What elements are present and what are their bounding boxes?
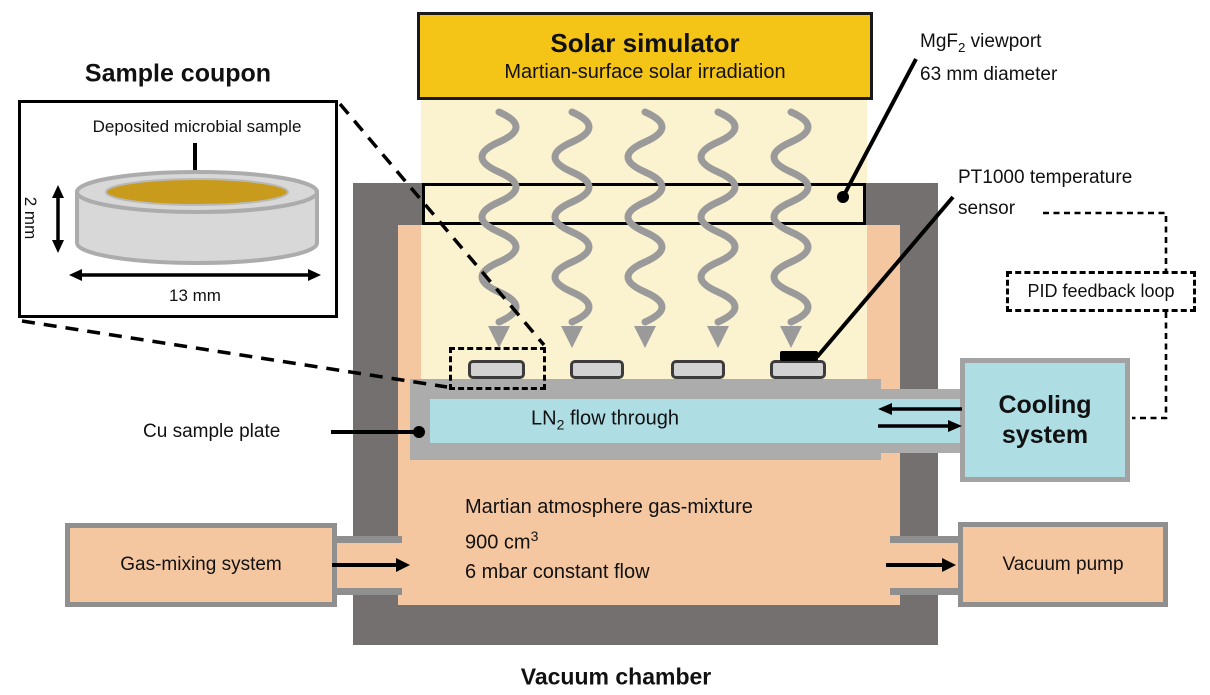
sample-coupon-3 bbox=[671, 360, 725, 379]
coupon-highlight-dashed-box bbox=[449, 347, 546, 390]
cu-plate-label: Cu sample plate bbox=[143, 421, 281, 442]
gas-inlet-pipe-wall-top bbox=[332, 536, 402, 543]
cooling-system-label-line1: Cooling bbox=[998, 391, 1092, 419]
viewport-size-label: 63 mm diameter bbox=[920, 63, 1058, 85]
ln2-label-suffix: flow through bbox=[564, 407, 679, 430]
atmosphere-line3: 6 mbar constant flow bbox=[465, 560, 650, 583]
vacuum-outlet-pipe-wall-top bbox=[890, 536, 960, 543]
deposited-sample-label: Deposited microbial sample bbox=[92, 117, 302, 136]
viewport-label-subscript: 2 bbox=[958, 39, 966, 55]
cooling-system-box: Cooling system bbox=[960, 358, 1130, 482]
coupon-diameter-dimension: 13 mm bbox=[169, 286, 221, 305]
solar-simulator-title: Solar simulator bbox=[550, 28, 740, 58]
vacuum-pump-label: Vacuum pump bbox=[1002, 553, 1124, 575]
pid-feedback-label: PID feedback loop bbox=[1027, 281, 1175, 301]
atmosphere-line1: Martian atmosphere gas-mixture bbox=[465, 496, 753, 518]
gas-mixing-system-box: Gas-mixing system bbox=[65, 523, 337, 607]
solar-simulator-subtitle: Martian-surface solar irradiation bbox=[504, 61, 786, 83]
gas-inlet-pipe bbox=[332, 543, 402, 588]
pt1000-label-line2: sensor bbox=[958, 198, 1016, 219]
cooling-system-label-line2: system bbox=[1001, 421, 1089, 449]
ln2-label-prefix: LN bbox=[531, 407, 557, 430]
sample-coupon-1 bbox=[468, 360, 525, 379]
coupon-height-dimension: 2 mm bbox=[21, 196, 40, 240]
mgf2-viewport-window bbox=[422, 183, 866, 225]
ln2-label: LN2 flow through bbox=[531, 408, 679, 433]
pt1000-label: PT1000 temperature sensor bbox=[958, 162, 1132, 224]
viewport-label: MgF2 viewport 63 mm diameter bbox=[920, 28, 1057, 88]
sample-coupon-4 bbox=[770, 360, 826, 379]
ln2-pipe-wall-bottom bbox=[875, 443, 960, 453]
viewport-label-prefix: MgF bbox=[920, 31, 958, 52]
vacuum-outlet-pipe-wall-bottom bbox=[890, 588, 960, 595]
pid-path-box-to-cooling bbox=[1132, 312, 1168, 420]
viewport-label-suffix: viewport bbox=[965, 31, 1042, 52]
solar-simulator-box: Solar simulator Martian-surface solar ir… bbox=[417, 12, 873, 100]
pid-feedback-box: PID feedback loop bbox=[1006, 271, 1196, 312]
atmosphere-label: Martian atmosphere gas-mixture 900 cm3 6… bbox=[465, 493, 753, 587]
pt1000-sensor-chip bbox=[780, 351, 818, 361]
pt1000-label-line1: PT1000 temperature bbox=[958, 167, 1133, 188]
chamber-wall-bottom bbox=[353, 605, 938, 645]
gas-mixing-system-label: Gas-mixing system bbox=[120, 554, 282, 575]
atmosphere-line2: 900 cm bbox=[465, 531, 531, 554]
atmosphere-line2-superscript: 3 bbox=[530, 528, 539, 544]
vacuum-chamber-label: Vacuum chamber bbox=[520, 663, 712, 690]
gas-inlet-pipe-wall-bottom bbox=[332, 588, 402, 595]
ln2-pipe-wall-top bbox=[875, 389, 960, 399]
inset-title: Sample coupon bbox=[84, 59, 272, 88]
vacuum-pump-box: Vacuum pump bbox=[958, 522, 1168, 607]
ln2-label-subscript: 2 bbox=[556, 416, 565, 433]
vacuum-outlet-pipe bbox=[890, 543, 960, 588]
ln2-channel bbox=[430, 399, 960, 443]
sample-coupon-2 bbox=[570, 360, 624, 379]
